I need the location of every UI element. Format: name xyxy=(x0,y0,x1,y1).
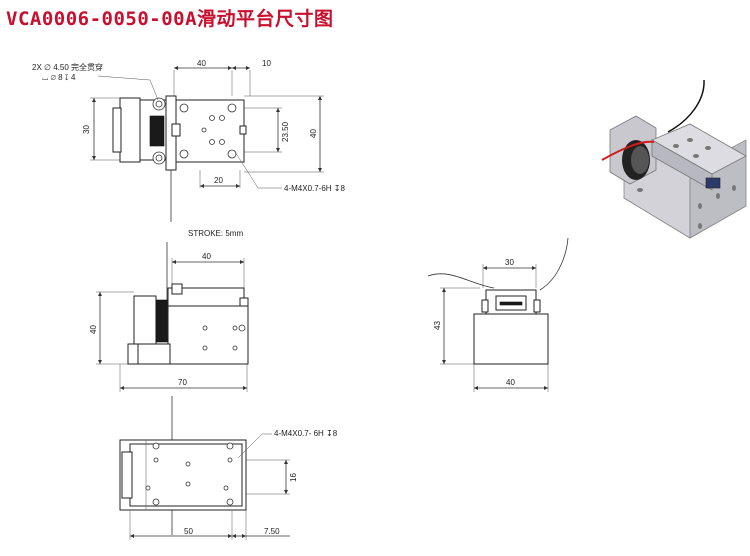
side-view xyxy=(96,242,249,392)
drawing-title: VCA0006-0050-00A滑动平台尺寸图 xyxy=(6,8,334,30)
side-stroke-label: STROKE: 5mm xyxy=(188,229,243,238)
bottom-dim-bottom: 50 xyxy=(184,527,193,536)
side-dim-height: 40 xyxy=(89,325,98,334)
bottom-dim-offset: 7.50 xyxy=(264,527,280,536)
top-dim-offset: 10 xyxy=(262,59,271,68)
top-dim-bottom: 20 xyxy=(214,176,223,185)
bottom-dim-right: 16 xyxy=(289,473,298,482)
top-dim-hole-spacing: 23.50 xyxy=(281,121,290,142)
top-dim-height-right: 40 xyxy=(309,129,318,138)
bottom-thread-note: 4-M4X0.7- 6H ↧8 xyxy=(274,429,338,438)
side-dim-top: 40 xyxy=(202,252,211,261)
top-hole-note-1: 2X ∅ 4.50 完全贯穿 xyxy=(32,62,103,72)
top-thread-note: 4-M4X0.7-6H ↧8 xyxy=(284,184,346,193)
front-dim-top: 30 xyxy=(505,258,514,267)
top-dim-width: 40 xyxy=(197,59,206,68)
top-dim-height-left: 30 xyxy=(82,125,91,134)
bottom-view xyxy=(119,396,290,540)
front-dim-height: 43 xyxy=(433,321,442,330)
top-view xyxy=(90,66,324,222)
top-hole-note-2: ⌴ ∅ 8 ↧ 4 xyxy=(42,73,76,82)
front-dim-width: 40 xyxy=(506,378,515,387)
isometric-render xyxy=(601,79,747,239)
side-dim-length: 70 xyxy=(178,378,187,387)
front-view xyxy=(427,237,569,392)
